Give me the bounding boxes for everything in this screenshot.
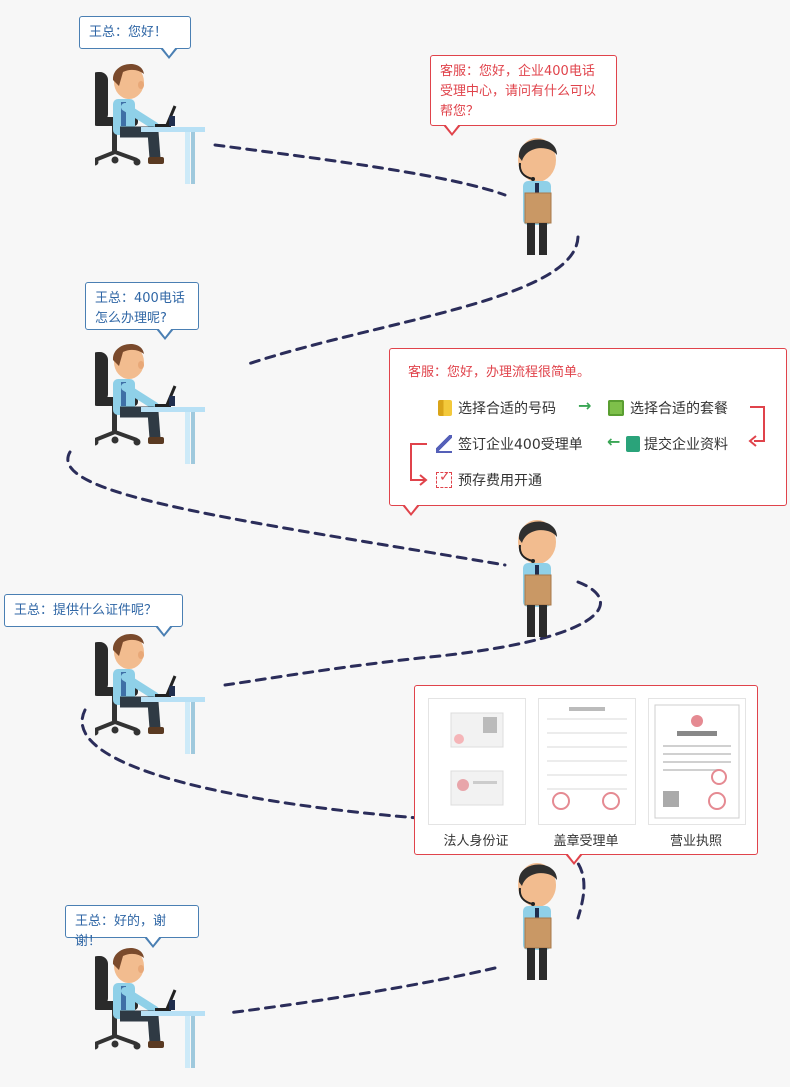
id-card-label: 法人身份证 [443, 834, 509, 849]
checkbox-icon: ✓ [436, 469, 452, 488]
arrow-left-icon: ← [607, 432, 621, 451]
boss-bubble-thanks: 王总：好的，谢谢！ [65, 905, 199, 949]
boss-bubble-how-to: 王总：400电话 怎么办理呢? [85, 282, 199, 340]
arrow-turn-down-left-icon [410, 443, 428, 486]
phone-number-icon [438, 400, 452, 416]
process-step-prepay-activate: ✓ 预存费用开通 [436, 469, 542, 490]
service-greeting-text: 客服：您好，企业400电话受理中心，请问有什么可以帮您？ [440, 64, 597, 119]
process-step-submit-info: 提交企业资料 [626, 434, 728, 454]
process-step-sign-form: 签订企业400受理单 [436, 434, 583, 454]
book-icon [608, 400, 624, 416]
boss-bubble-greeting: 王总：您好！ [79, 16, 191, 59]
stamped-form-label: 盖章受理单 [553, 834, 619, 849]
service-bubble-greeting: 客服：您好，企业400电话受理中心，请问有什么可以帮您？ [430, 55, 617, 136]
boss-how-to-line1: 王总：400电话 [95, 291, 185, 306]
process-step-label: 预存费用开通 [458, 473, 542, 489]
boss-figure [95, 946, 210, 1071]
boss-figure [95, 62, 210, 187]
process-step-label: 选择合适的号码 [458, 401, 556, 417]
boss-figure [95, 632, 210, 757]
service-bubble-process: 客服：您好，办理流程很简单。 [389, 348, 787, 516]
pen-icon [436, 435, 452, 453]
boss-greeting-text: 王总：您好！ [89, 25, 168, 40]
process-step-label: 选择合适的套餐 [630, 401, 728, 417]
boss-documents-text: 王总：提供什么证件呢？ [14, 603, 158, 618]
stamped-form-document [538, 698, 636, 825]
arrow-right-icon: → [578, 396, 592, 415]
service-figure [517, 861, 559, 982]
business-license-label: 营业执照 [669, 834, 722, 849]
id-card-image [450, 712, 504, 806]
service-process-title: 客服：您好，办理流程很简单。 [408, 365, 591, 380]
document-submit-icon [626, 436, 640, 452]
process-step-choose-package: 选择合适的套餐 [608, 398, 728, 418]
service-figure [517, 136, 559, 257]
service-figure [517, 518, 559, 639]
stamped-form-image [547, 707, 627, 810]
boss-figure [95, 342, 210, 467]
process-step-choose-number: 选择合适的号码 [438, 398, 556, 418]
boss-bubble-documents: 王总：提供什么证件呢？ [4, 594, 183, 637]
boss-thanks-text: 王总：好的，谢谢！ [75, 914, 167, 949]
arrow-turn-down-icon [748, 406, 765, 447]
process-step-label: 签订企业400受理单 [458, 437, 583, 453]
id-card-document [428, 698, 526, 825]
business-license-image [654, 704, 740, 819]
business-license-document [648, 698, 746, 825]
process-step-label: 提交企业资料 [644, 437, 728, 453]
boss-how-to-line2: 怎么办理呢? [95, 311, 167, 326]
